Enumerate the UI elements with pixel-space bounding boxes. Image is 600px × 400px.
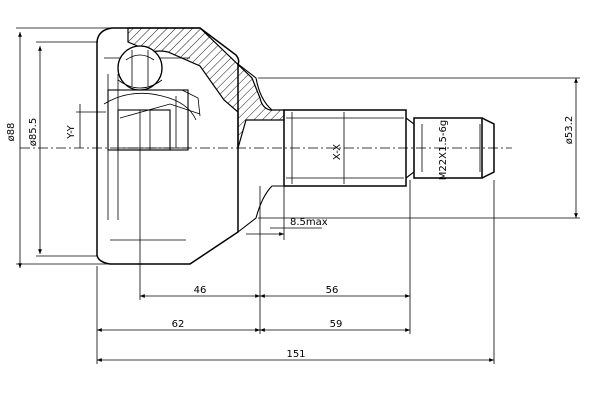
housing-outline [96, 27, 240, 265]
thread-tip [481, 117, 495, 179]
shaft-spline [283, 109, 407, 187]
len-59-label: 59 [330, 319, 343, 330]
len-46-label: 46 [194, 285, 207, 296]
y-axis-label: Y-Y [66, 124, 77, 139]
inner-race [117, 109, 171, 151]
neck-lower [237, 185, 284, 233]
thread-section [413, 117, 483, 179]
dia-85-5-label: ø85.5 [28, 118, 39, 146]
ball-highlight [125, 54, 155, 61]
len-56-label: 56 [326, 285, 339, 296]
housing-section-hatch [127, 27, 285, 149]
neck-outline [237, 63, 284, 111]
dia-53-2-label: ø53.2 [564, 116, 575, 144]
dia-88-label: ø88 [6, 123, 17, 142]
cage-curve-2 [119, 103, 201, 119]
thread-label: M22X1.5-6g [438, 120, 449, 180]
depth-label: 8.5max [290, 217, 328, 228]
ball [117, 45, 163, 91]
x-axis-label: X-X [332, 144, 343, 160]
len-62-label: 62 [172, 319, 185, 330]
ball-groove [117, 79, 163, 89]
len-151-label: 151 [286, 349, 305, 360]
cage-curve-3 [181, 89, 201, 117]
